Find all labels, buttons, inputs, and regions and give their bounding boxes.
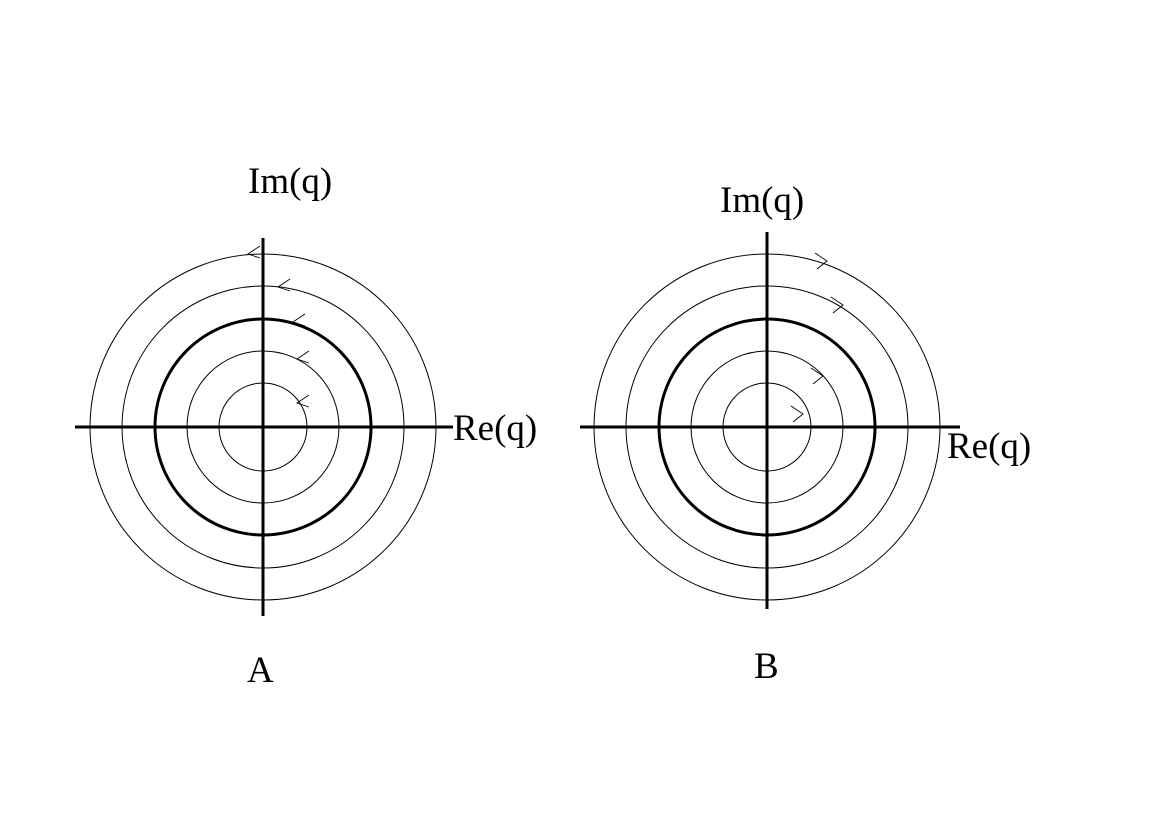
orientation-arrow-icon <box>830 296 844 314</box>
panel-a-label: A <box>247 650 274 691</box>
panel-b-im-axis-label: Im(q) <box>720 180 804 221</box>
orientation-arrow-icon <box>790 405 804 423</box>
orientation-arrow-icon <box>810 367 824 385</box>
orientation-arrow-icon <box>276 278 291 292</box>
panel-b: Im(q) Re(q) B <box>580 180 1031 687</box>
panel-a-im-axis-label: Im(q) <box>248 161 332 202</box>
orientation-arrow-icon <box>295 350 310 364</box>
orientation-arrow-icon <box>814 252 828 270</box>
panel-b-label: B <box>754 646 779 687</box>
panel-a: Im(q) Re(q) A <box>75 161 537 691</box>
panel-a-arrows <box>246 245 310 408</box>
orientation-arrow-icon <box>291 313 306 327</box>
panel-b-arrows <box>790 252 844 423</box>
orientation-arrow-icon <box>295 394 310 408</box>
orientation-arrow-icon <box>246 245 261 259</box>
panel-a-re-axis-label: Re(q) <box>453 408 537 449</box>
panel-b-re-axis-label: Re(q) <box>947 426 1031 467</box>
